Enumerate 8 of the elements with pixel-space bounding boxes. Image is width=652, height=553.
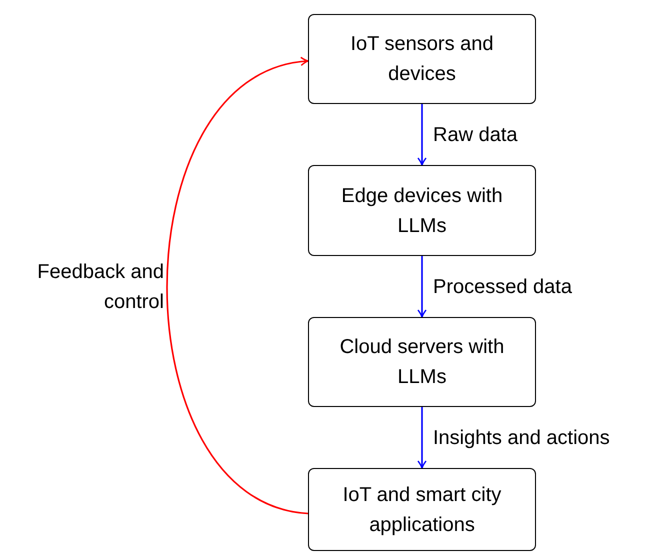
box-label: Edge devices with LLMs (340, 184, 504, 238)
box-label: Cloud servers with LLMs (338, 335, 506, 390)
box-label: IoT and smart city applications (342, 482, 502, 538)
process-box (308, 165, 536, 256)
process-box (308, 14, 536, 104)
box-label: IoT sensors and devices (349, 32, 495, 87)
process-box (308, 468, 536, 551)
process-box (308, 317, 536, 407)
